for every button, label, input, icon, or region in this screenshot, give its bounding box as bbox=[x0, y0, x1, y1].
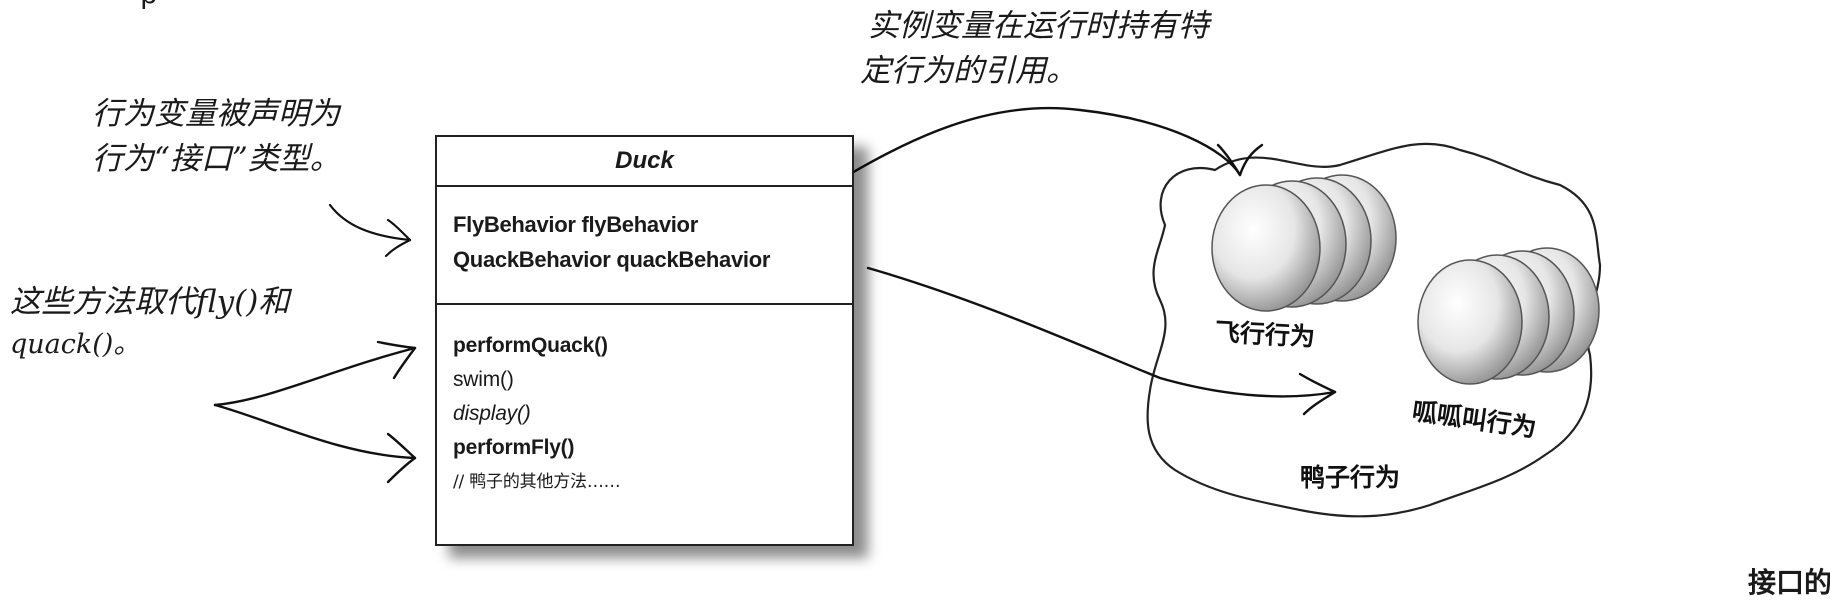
method-swim: swim() bbox=[453, 368, 514, 391]
clipped-corner-text: 接口的 bbox=[1747, 566, 1830, 600]
method-display: display() bbox=[453, 402, 531, 425]
class-attributes: FlyBehavior flyBehavior QuackBehavior qu… bbox=[437, 187, 852, 305]
note-instance-variables: 实例变量在运行时持有特 定行为的引用。 bbox=[860, 4, 1209, 94]
fly-behavior-label: 飞行行为 bbox=[1214, 317, 1316, 352]
note-line: 这些方法取代fly()和 bbox=[10, 284, 290, 320]
duck-behaviors-label: 鸭子行为 bbox=[1300, 463, 1401, 492]
note-line: 行为变量被声明为 bbox=[92, 96, 340, 132]
diagram-artwork bbox=[213, 106, 1602, 518]
duck-class-box: Duck FlyBehavior flyBehavior QuackBehavi… bbox=[435, 135, 854, 546]
note-line: 行为“接口”类型。 bbox=[92, 140, 341, 177]
attribute-fly-behavior: FlyBehavior flyBehavior bbox=[453, 212, 698, 237]
attribute-quack-behavior: QuackBehavior quackBehavior bbox=[453, 247, 771, 272]
quack-behavior-discs bbox=[1417, 247, 1600, 385]
fly-behavior-discs bbox=[1211, 174, 1397, 312]
note-line: quack()。 bbox=[10, 328, 141, 360]
arrows-to-perform-methods bbox=[213, 340, 417, 484]
class-methods: performQuack() swim() display() performF… bbox=[437, 305, 852, 499]
arrow-quack-reference bbox=[866, 266, 1337, 416]
note-line: 实例变量在运行时持有特 bbox=[868, 8, 1209, 44]
class-name: Duck bbox=[437, 137, 852, 187]
note-methods-replace: 这些方法取代fly()和 quack()。 bbox=[10, 280, 289, 364]
note-behavior-variables: 行为变量被声明为 行为“接口”类型。 bbox=[92, 92, 341, 182]
method-comment: // 鸭子的其他方法…… bbox=[453, 472, 621, 492]
duck-behaviors-blob bbox=[1146, 142, 1602, 518]
method-perform-fly: performFly() bbox=[453, 436, 575, 459]
arrow-to-attributes bbox=[328, 203, 412, 258]
clipped-top-text: p bbox=[140, 0, 158, 15]
note-line: 定行为的引用。 bbox=[860, 52, 1077, 89]
method-perform-quack: performQuack() bbox=[453, 334, 608, 357]
